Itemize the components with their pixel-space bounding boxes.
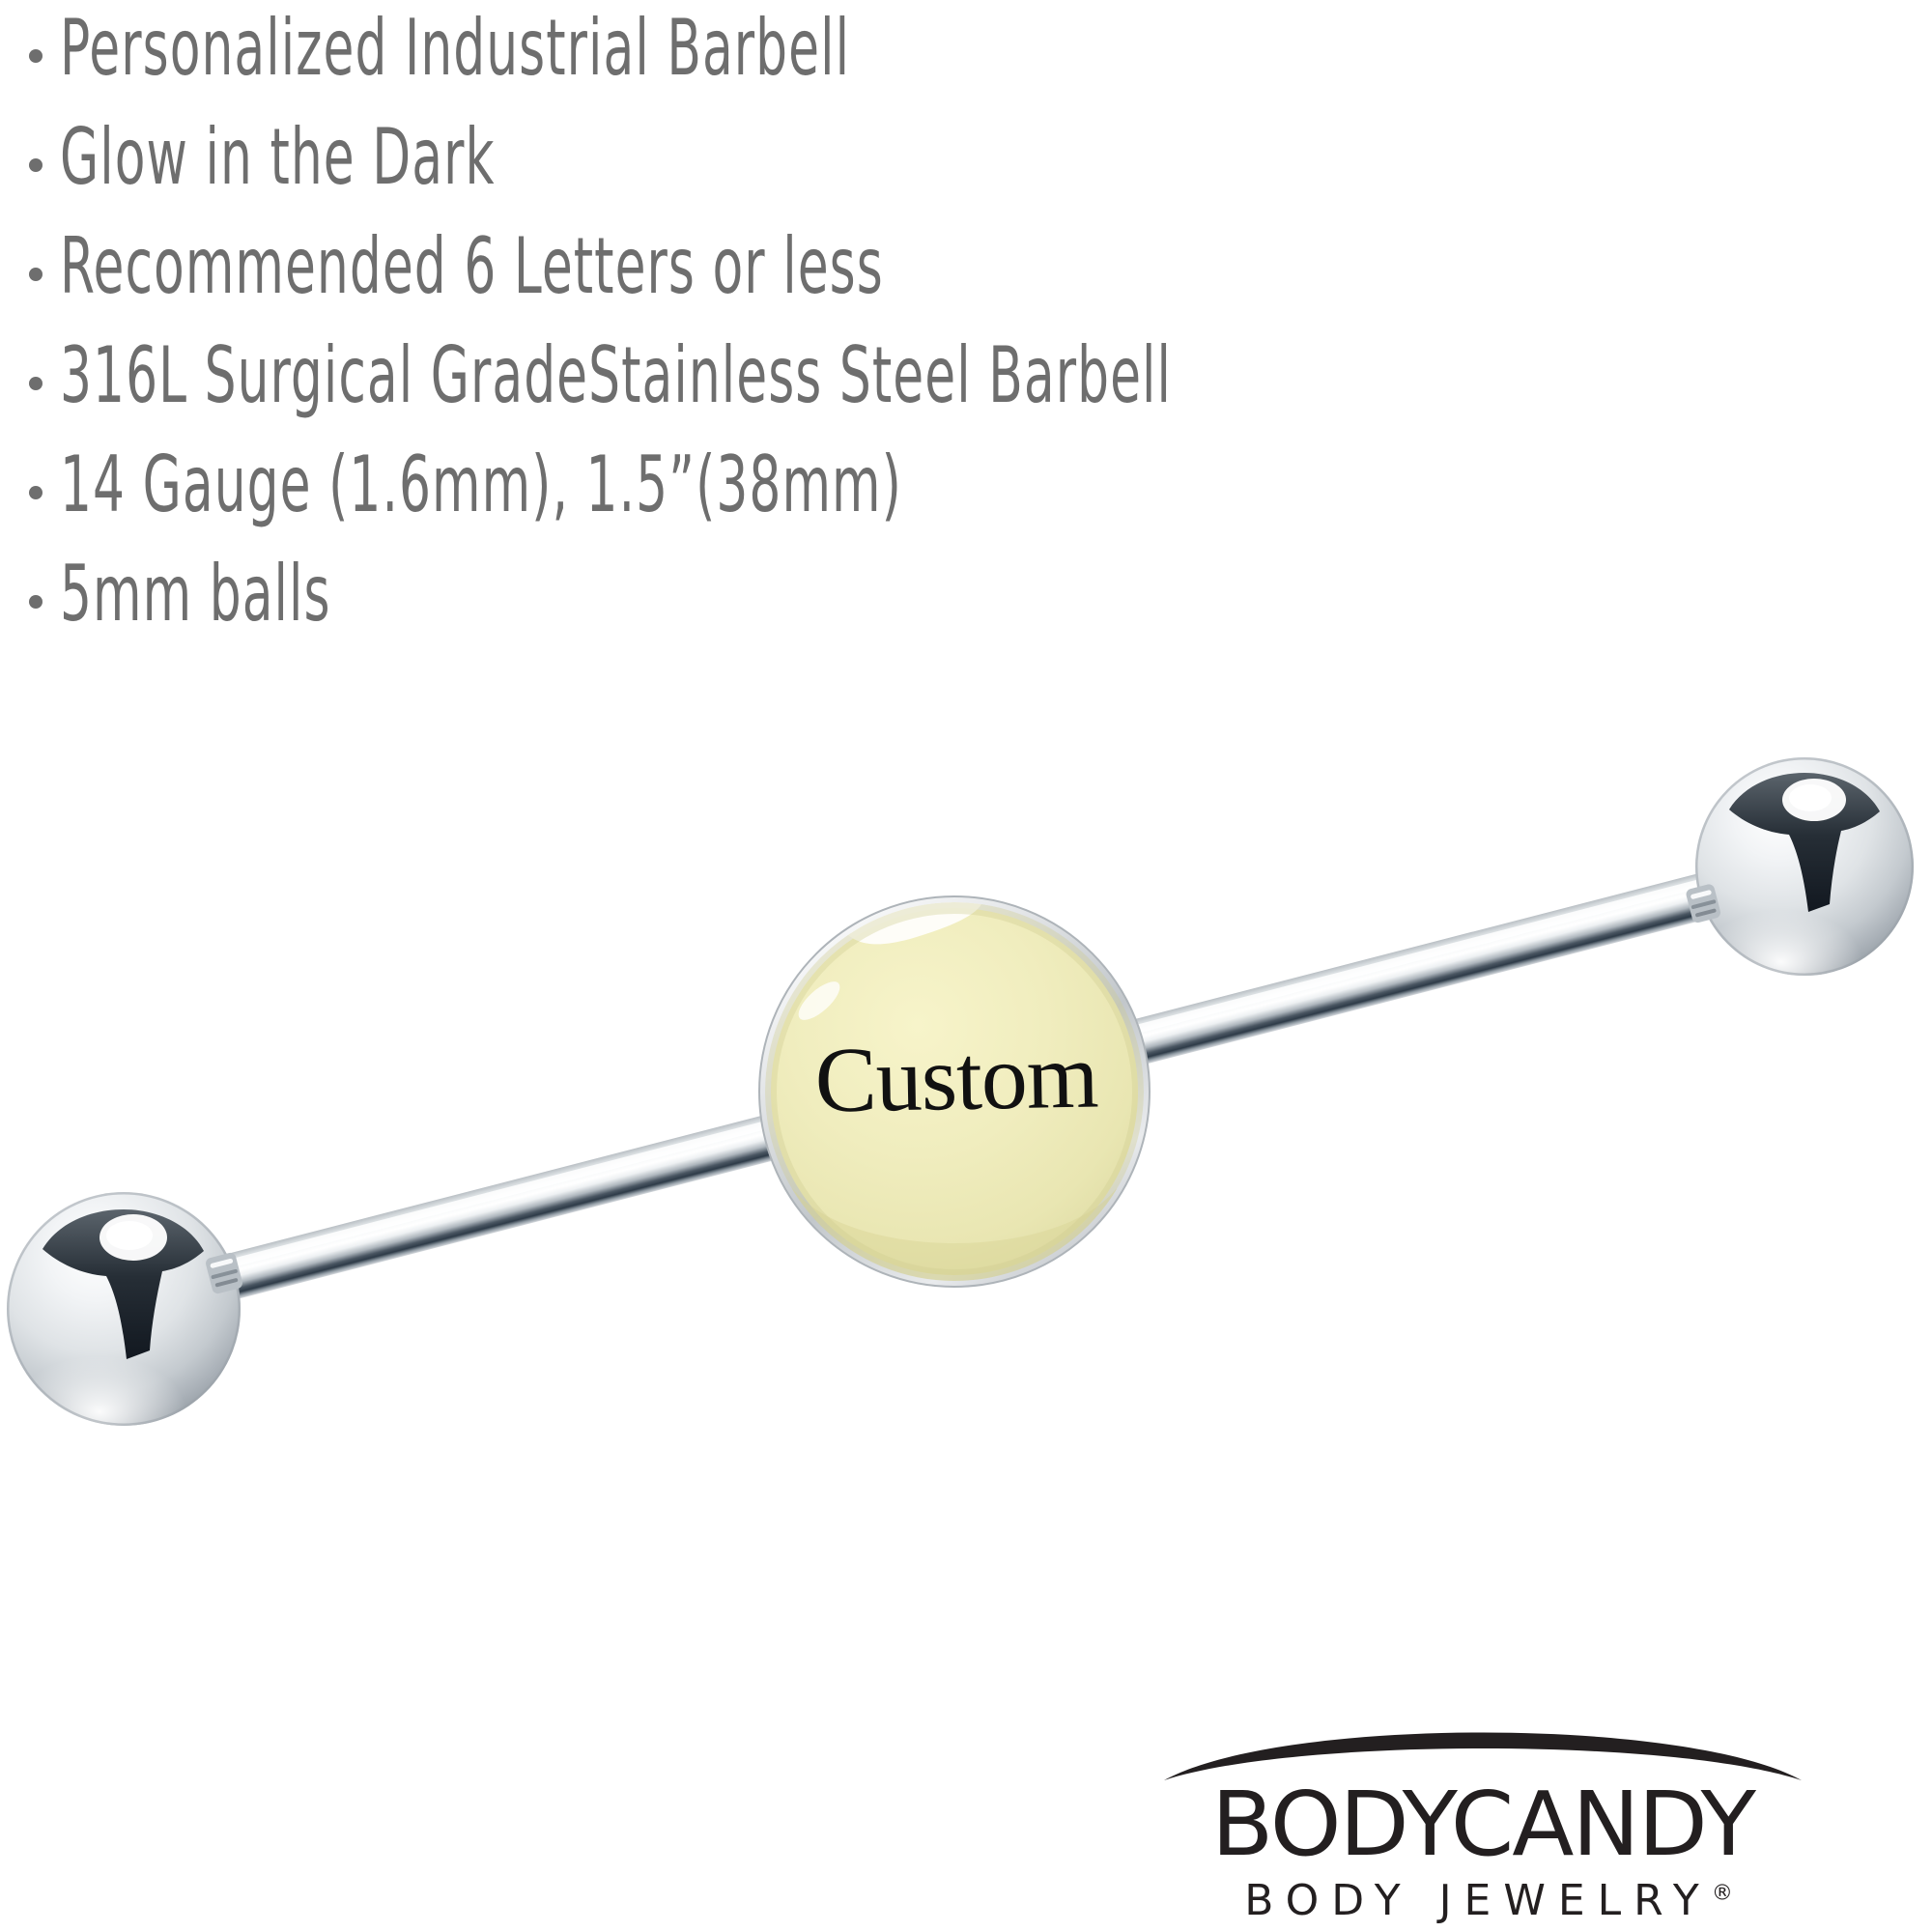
feature-bullet-list: Personalized Industrial Barbell Glow in … [29, 10, 1768, 665]
brand-logo: BODYCANDY BODY JEWELRY® [1048, 1715, 1918, 1922]
feature-label: Personalized Industrial Barbell [60, 3, 851, 93]
feature-item: Personalized Industrial Barbell [29, 10, 1768, 119]
feature-item: 5mm balls [29, 555, 1768, 665]
bullet-dot-icon [29, 158, 43, 172]
disc-custom-label: Custom [813, 1023, 1099, 1132]
feature-label: 316L Surgical GradeStainless Steel Barbe… [60, 330, 1173, 420]
feature-item: 316L Surgical GradeStainless Steel Barbe… [29, 337, 1768, 446]
bullet-dot-icon [29, 377, 43, 390]
barbell-ball-left [7, 1192, 242, 1426]
feature-label: 5mm balls [60, 549, 331, 639]
bullet-dot-icon [29, 268, 43, 281]
brand-tagline: BODY JEWELRY® [1048, 1880, 1918, 1922]
feature-label: Recommended 6 Letters or less [60, 221, 884, 311]
brand-tagline-text: BODY JEWELRY [1244, 1876, 1712, 1926]
feature-label: 14 Gauge (1.6mm), 1.5”(38mm) [60, 440, 902, 529]
barbell-ball-right [1686, 757, 1914, 976]
arc-swoosh-icon [1164, 1732, 1802, 1780]
registered-mark-icon: ® [1711, 1881, 1733, 1906]
feature-label: Glow in the Dark [60, 112, 496, 202]
brand-name: BODYCANDY [1211, 1773, 1756, 1876]
feature-item: Recommended 6 Letters or less [29, 228, 1768, 337]
bullet-dot-icon [29, 595, 43, 609]
feature-item: Glow in the Dark [29, 119, 1768, 228]
bullet-dot-icon [29, 49, 43, 63]
bullet-dot-icon [29, 486, 43, 499]
feature-item: 14 Gauge (1.6mm), 1.5”(38mm) [29, 446, 1768, 555]
